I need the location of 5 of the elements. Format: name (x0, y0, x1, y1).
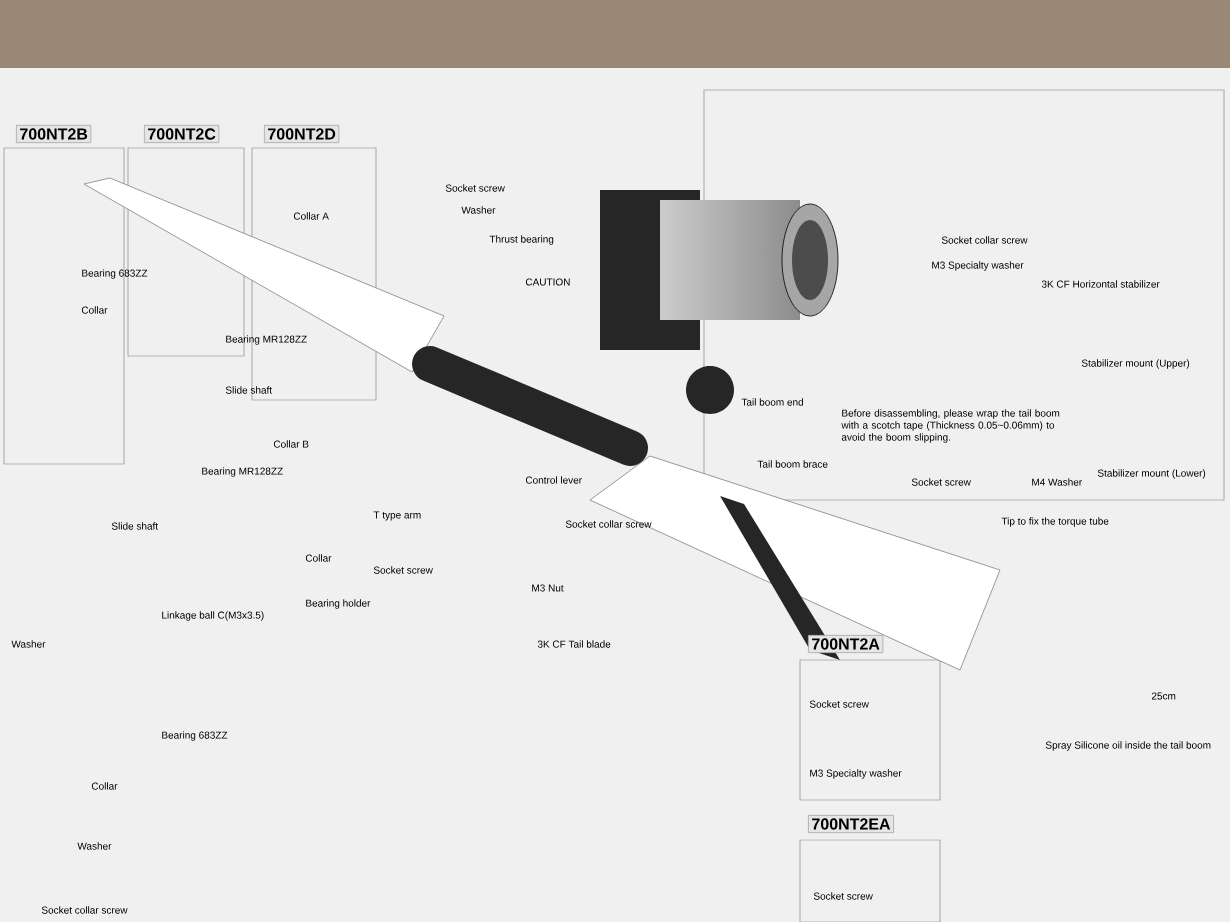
part-code-label: 700NT2A (808, 634, 884, 654)
part-code-label: 700NT2D (264, 124, 340, 144)
part-code-label: 700NT2EA (808, 814, 894, 834)
part-code-label: 700NT2C (144, 124, 220, 144)
part-code-label: 700NT2B (16, 124, 92, 144)
